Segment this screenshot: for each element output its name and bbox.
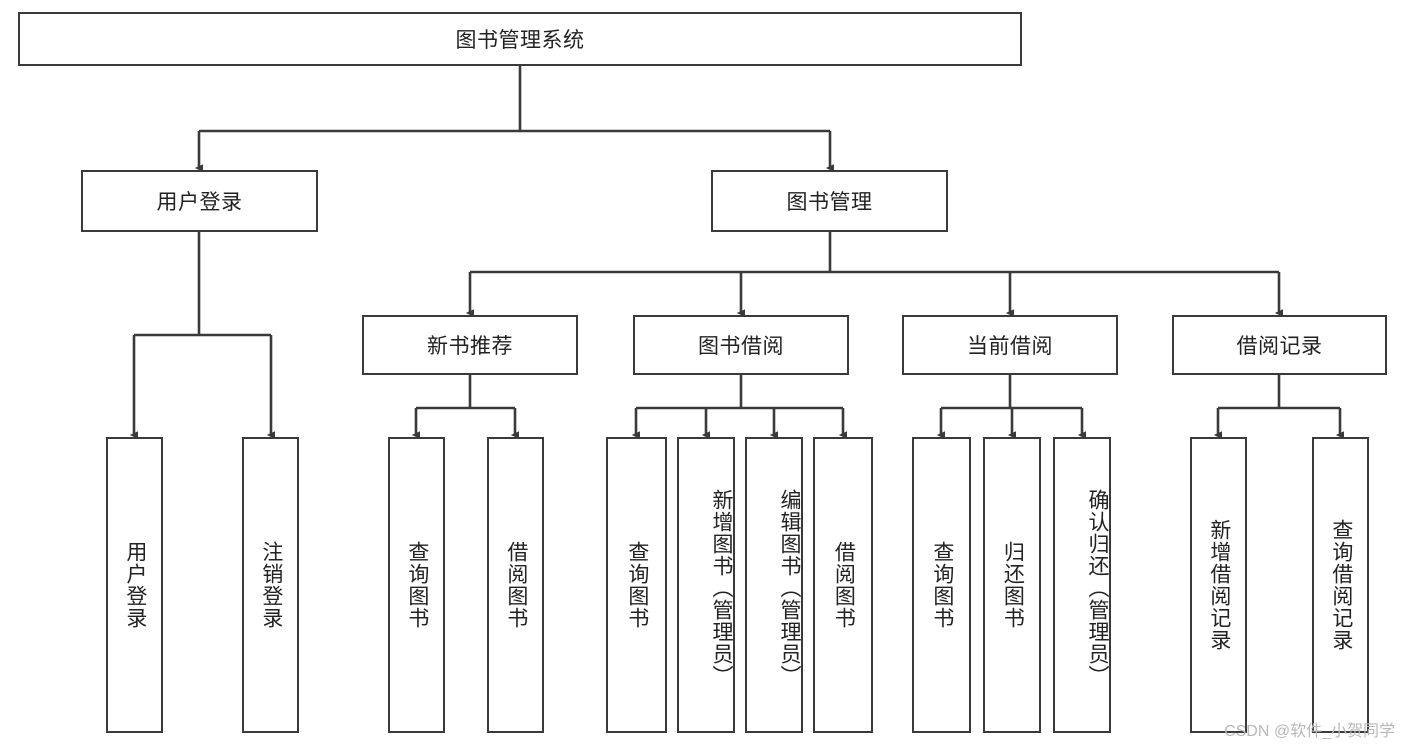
node-leaf-query-book-borrowing[interactable]: 查询图书 xyxy=(606,437,667,733)
node-book-borrowing[interactable]: 图书借阅 xyxy=(633,315,849,375)
node-label: 注销登录 xyxy=(259,541,283,629)
node-label: 编辑图书（管理员） xyxy=(778,489,801,687)
node-leaf-borrow-book[interactable]: 借阅图书 xyxy=(813,437,873,733)
node-leaf-logout[interactable]: 注销登录 xyxy=(242,437,299,733)
node-label: 新增借阅记录 xyxy=(1207,519,1231,651)
node-label: 用户登录 xyxy=(156,191,243,214)
node-current-borrowing[interactable]: 当前借阅 xyxy=(902,315,1118,375)
node-user-login[interactable]: 用户登录 xyxy=(81,170,318,232)
node-label: 借阅图书 xyxy=(504,541,528,629)
node-new-book-recommendation[interactable]: 新书推荐 xyxy=(362,315,578,375)
node-label: 图书管理 xyxy=(786,191,873,214)
node-label: 查询借阅记录 xyxy=(1329,519,1353,651)
node-label: 图书借阅 xyxy=(698,335,784,358)
node-leaf-query-book-recommendation[interactable]: 查询图书 xyxy=(388,437,445,733)
node-borrowing-record[interactable]: 借阅记录 xyxy=(1172,315,1387,375)
node-root-book-management-system[interactable]: 图书管理系统 xyxy=(18,12,1022,66)
node-book-management[interactable]: 图书管理 xyxy=(711,170,948,232)
csdn-watermark: CSDN @软件_小贺同学 xyxy=(1224,723,1395,740)
node-label: 归还图书 xyxy=(1001,541,1025,629)
node-label: 新书推荐 xyxy=(427,335,513,358)
node-leaf-borrow-book-recommendation[interactable]: 借阅图书 xyxy=(487,437,544,733)
node-leaf-add-book-admin[interactable]: 新增图书（管理员） xyxy=(677,437,735,733)
node-label: 用户登录 xyxy=(123,541,147,629)
node-label: 图书管理系统 xyxy=(455,29,585,52)
node-leaf-user-login[interactable]: 用户登录 xyxy=(106,437,163,733)
node-label: 确认归还（管理员） xyxy=(1086,489,1109,687)
node-label: 新增图书（管理员） xyxy=(710,489,733,687)
node-leaf-add-borrow-record[interactable]: 新增借阅记录 xyxy=(1190,437,1247,733)
node-label: 查询图书 xyxy=(625,541,649,629)
node-label: 查询图书 xyxy=(405,541,429,629)
node-leaf-return-book[interactable]: 归还图书 xyxy=(983,437,1041,733)
node-label: 当前借阅 xyxy=(967,335,1053,358)
node-label: 借阅记录 xyxy=(1236,335,1323,358)
node-leaf-confirm-return-admin[interactable]: 确认归还（管理员） xyxy=(1053,437,1111,733)
node-label: 查询图书 xyxy=(930,541,954,629)
node-leaf-query-book-current[interactable]: 查询图书 xyxy=(912,437,971,733)
node-leaf-edit-book-admin[interactable]: 编辑图书（管理员） xyxy=(745,437,803,733)
node-leaf-query-borrow-record[interactable]: 查询借阅记录 xyxy=(1312,437,1369,733)
node-label: 借阅图书 xyxy=(832,541,856,629)
